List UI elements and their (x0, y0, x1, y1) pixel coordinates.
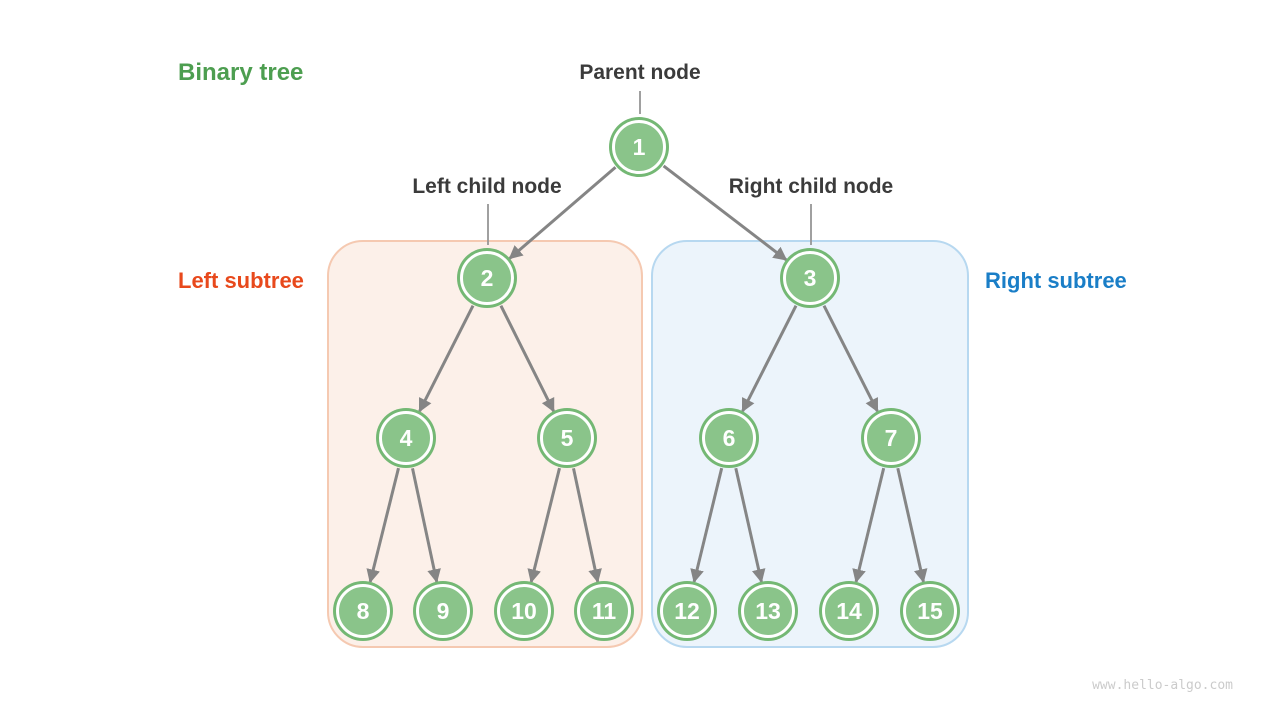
tree-node-14: 14 (822, 584, 876, 638)
tree-node-2: 2 (460, 251, 514, 305)
tree-node-6: 6 (702, 411, 756, 465)
tree-node-7: 7 (864, 411, 918, 465)
parent-node-label: Parent node (579, 61, 701, 84)
left-subtree-label: Left subtree (178, 268, 304, 293)
tree-node-8: 8 (336, 584, 390, 638)
tree-node-3: 3 (783, 251, 837, 305)
tree-node-4: 4 (379, 411, 433, 465)
tree-node-9: 9 (416, 584, 470, 638)
watermark: www.hello-algo.com (1092, 678, 1233, 693)
tree-node-5: 5 (540, 411, 594, 465)
diagram-title: Binary tree (178, 59, 304, 86)
tree-node-10: 10 (497, 584, 551, 638)
tree-node-15: 15 (903, 584, 957, 638)
tree-node-13: 13 (741, 584, 795, 638)
right-child-node-label: Right child node (728, 175, 894, 198)
left-child-node-label: Left child node (412, 175, 562, 198)
tree-node-12: 12 (660, 584, 714, 638)
right-subtree-label: Right subtree (985, 268, 1127, 293)
tree-node-11: 11 (577, 584, 631, 638)
tree-node-1: 1 (612, 120, 666, 174)
